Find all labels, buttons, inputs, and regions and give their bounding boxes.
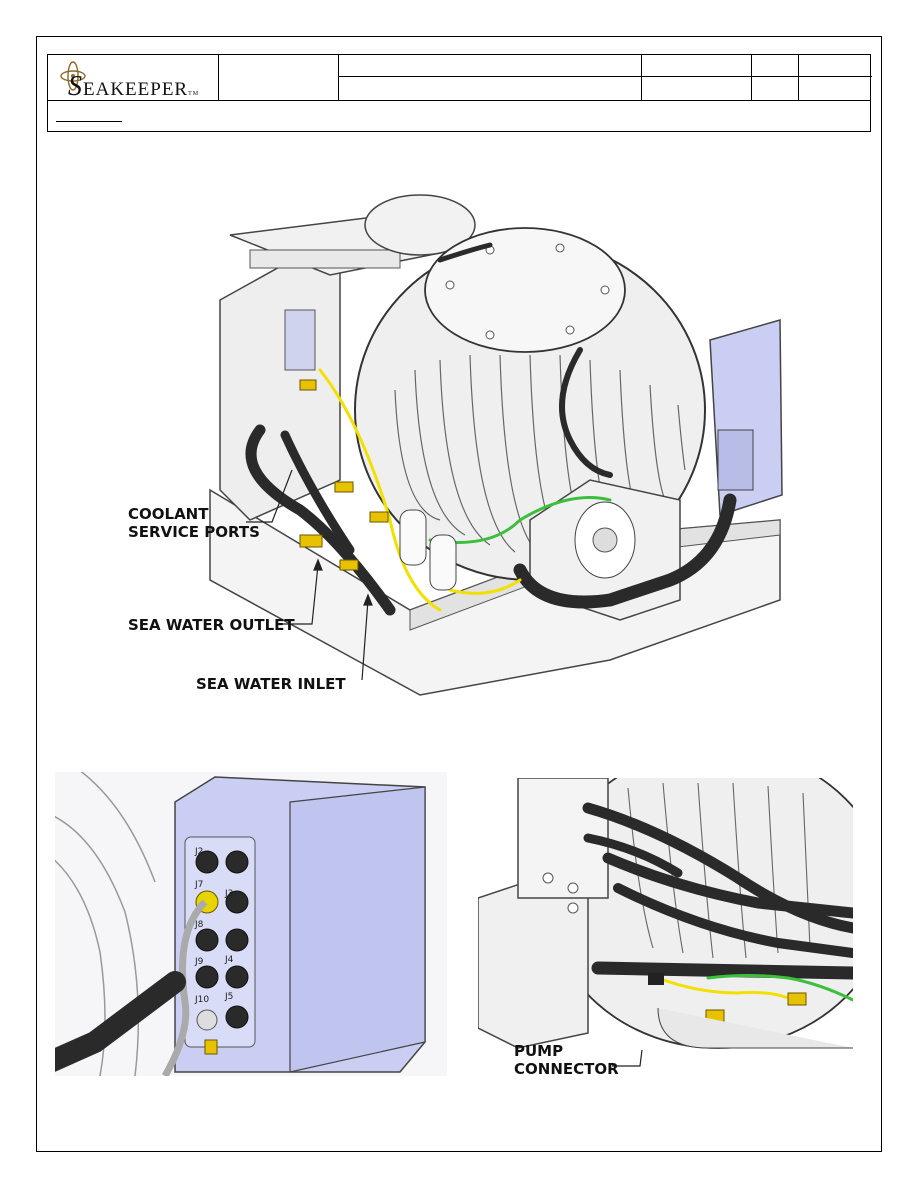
sea-water-outlet-label: SEA WATER OUTLET (128, 616, 295, 634)
connector-label-j7: J7 (195, 880, 204, 890)
connector-label-j4: J4 (225, 955, 234, 965)
document-header: SEAKEEPERTM (47, 54, 872, 132)
connector-label-j10: J10 (195, 995, 210, 1005)
sea-water-inlet-label: SEA WATER INLET (196, 675, 346, 693)
header-cell-rev (752, 55, 799, 77)
seakeeper-logo: SEAKEEPERTM (68, 71, 200, 102)
header-cell-page (799, 55, 872, 77)
header-divider (48, 100, 870, 101)
connector-label-j3: J3 (225, 889, 234, 899)
header-cell-page-val (799, 77, 872, 100)
connector-label-j9: J9 (195, 957, 204, 967)
gyro-assembly-drawing (209, 194, 783, 696)
connector-label-j8: J8 (195, 920, 204, 930)
main-illustration (190, 190, 790, 700)
coolant-service-ports-label: COOLANT SERVICE PORTS (128, 505, 260, 541)
header-cell-date (642, 77, 752, 100)
section-underline (56, 121, 122, 122)
control-box-drawing (55, 772, 447, 1076)
logo-cell: SEAKEEPERTM (48, 55, 219, 102)
pump-connector-label: PUMP CONNECTOR (514, 1042, 619, 1078)
seakeeper-emblem-icon (60, 61, 86, 91)
header-cell-docnum (642, 55, 752, 77)
control-box-illustration: J7 J2 J8 J3 J9 J4 J10 J5 (55, 772, 447, 1076)
pump-connector-illustration (478, 778, 853, 1050)
connector-label-j2: J2 (195, 847, 204, 857)
header-cell-2 (219, 55, 339, 100)
header-cell-title (339, 55, 642, 77)
connector-label-j5: J5 (225, 992, 234, 1002)
header-cell-rev-val (752, 77, 799, 100)
pump-connector-drawing (478, 778, 853, 1049)
page-border (36, 36, 882, 1152)
header-cell-subtitle (339, 77, 642, 100)
